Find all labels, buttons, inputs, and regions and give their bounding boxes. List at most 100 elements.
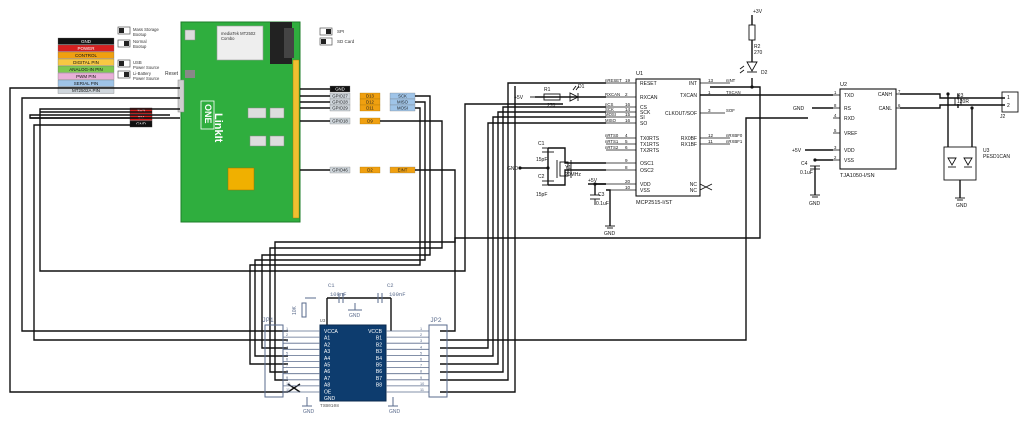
u2-ref: U2	[840, 82, 847, 88]
tja-pin-name: TXD	[844, 93, 854, 99]
mcp-pin-num: 8	[625, 165, 628, 170]
txb-pin-label: A7	[324, 376, 330, 382]
board-model: ONE	[203, 104, 213, 124]
tja-pin-name: VSS	[844, 158, 855, 164]
v5-net-3: +5V	[792, 148, 802, 154]
level-shifter-caps	[301, 293, 383, 318]
legend-swatch	[57, 65, 115, 73]
r1-ref: R1	[544, 87, 551, 93]
mcp-net-label: TXCAN	[726, 90, 741, 95]
legend-label: MT2502A PIN	[72, 88, 100, 93]
tja-pin-name: VDD	[844, 148, 855, 154]
mcp-pin-num: 16	[625, 118, 631, 123]
reset-label: Reset	[165, 71, 179, 77]
c2-val: 15pF	[536, 192, 547, 198]
r2-resistor	[748, 24, 756, 41]
legend-swatch	[57, 72, 115, 80]
txb-pin-label: B1	[376, 336, 382, 342]
u3b-ref: U3	[983, 148, 990, 154]
mcp-net-label: RXCAN	[605, 92, 620, 97]
j2-ref: J2	[1000, 114, 1006, 120]
gpio-serial-label: SCK	[398, 94, 407, 99]
u1-part: MCP2515-I/ST	[636, 200, 673, 206]
switch-label-spi: SPI	[337, 29, 344, 34]
r3-ref: R3	[957, 93, 964, 99]
mcp-pin-num: 19	[625, 78, 631, 83]
mcp-pin-num: 9	[625, 158, 628, 163]
txb-pin-label: B8	[376, 383, 382, 389]
cap-c1	[542, 147, 554, 186]
tja-pin-num: 3	[834, 145, 837, 150]
header-pin-num: 4	[286, 345, 288, 349]
txb-pin-label: OE	[324, 389, 332, 395]
mcp-pin-name: TX0RTS	[640, 136, 660, 142]
legend-swatch	[57, 86, 115, 94]
v5-net-2: +5V	[588, 178, 598, 184]
tja-pin-num: 4	[834, 113, 837, 118]
j2-connector	[1001, 91, 1019, 113]
tja-pin-num: 7	[898, 89, 901, 94]
mcp-pin-num: 13	[708, 78, 714, 83]
txb-pin-label: A2	[324, 342, 330, 348]
wires	[9, 15, 1005, 393]
mcp-pin-name: TXCAN	[680, 93, 697, 99]
gpio-label: GPIO28	[332, 100, 348, 105]
header-pin-num: 10	[420, 382, 424, 386]
mcp-pin-name: INT	[689, 81, 697, 87]
y1-ref: Y1	[565, 165, 571, 171]
mcp-pin-num: 10	[625, 185, 631, 190]
legend-label: POWER	[77, 46, 95, 51]
tja-pin-name: RS	[844, 106, 852, 112]
gnd-mcp: GND	[604, 231, 616, 237]
mt2502-module	[216, 25, 264, 61]
mcp-net-label: SCK	[605, 107, 614, 112]
tja-pin-num: 2	[834, 155, 837, 160]
jp1-label: JP1	[262, 317, 274, 324]
jp1-header: JP1	[262, 317, 284, 398]
c4-val: 0.1uF	[800, 170, 813, 176]
gpio-func-label: D11	[366, 106, 374, 111]
txb-pin-label: GND	[324, 396, 336, 402]
mcp-pin-name: RXCAN	[640, 95, 658, 101]
legend-swatch	[57, 37, 115, 45]
d2-led	[739, 61, 758, 74]
j2-pin2: 2	[1007, 103, 1010, 109]
gpio-func-tag	[359, 104, 381, 112]
tja-pin-num: 6	[898, 103, 901, 108]
txb-pin-label: VCCB	[368, 329, 383, 335]
mcp-left-pins: 19RESETnRESET2RXCANRXCAN16CSnCS14SCKSCK1…	[605, 78, 660, 194]
crystal-y1	[556, 160, 572, 178]
tja1050-ic: U2 TJA1050-I/SN 1TXD8RS4RXD5VREF3VDD2VSS…	[833, 82, 903, 179]
header-pin-num: 2	[286, 333, 288, 337]
cap-c2-value: 100nF	[389, 291, 406, 298]
gnd-tja: GND	[809, 201, 821, 207]
legend-swatch	[57, 44, 115, 52]
gnd-label-shifter: GND	[349, 313, 361, 319]
mcp-pin-num: 1	[708, 90, 711, 95]
header-pin-num: 1	[420, 327, 422, 331]
gpio-label: GND	[335, 87, 345, 92]
j2-pin1: 1	[1007, 95, 1010, 101]
gpio-label: GPIO18	[332, 119, 348, 124]
header-pin-num: 6	[286, 358, 288, 362]
c4-ref: C4	[801, 161, 808, 167]
gpio-func-label: D9	[367, 119, 373, 124]
mcp-net-label: nRTS2	[605, 145, 619, 150]
cap-c1-value: 100nF	[330, 291, 347, 298]
header-pin-num: 6	[420, 358, 422, 362]
mcp-pin-num: 15	[625, 112, 631, 117]
mcp-pin-name: OSC1	[640, 161, 654, 167]
gpio-label: GPIO46	[332, 168, 348, 173]
header-pin-num: 1	[286, 327, 288, 331]
legend-label: GND	[81, 39, 92, 44]
mcp-pin-name: RESET	[640, 81, 657, 87]
mcp-pin-num: 6	[625, 145, 628, 150]
mcp-net-label: nRXBF0	[726, 133, 743, 138]
